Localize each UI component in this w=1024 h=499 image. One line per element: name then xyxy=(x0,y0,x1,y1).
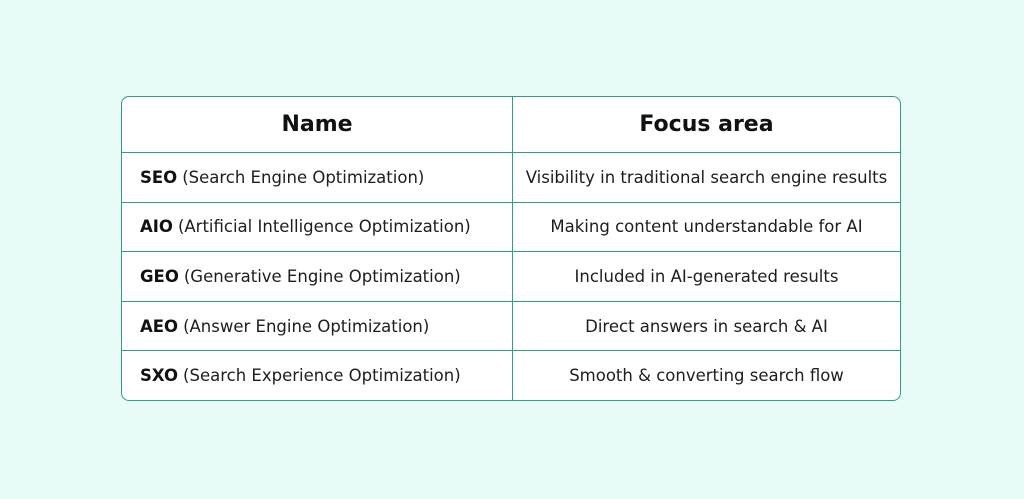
focus-cell-sxo: Smooth & converting search flow xyxy=(513,350,900,400)
optimization-table: Name Focus area SEO (Search Engine Optim… xyxy=(121,96,901,401)
focus-cell-aio: Making content understandable for AI xyxy=(513,201,900,252)
name-cell-seo: SEO (Search Engine Optimization) xyxy=(122,152,513,202)
abbreviation: GEO xyxy=(140,266,179,286)
column-header-name: Name xyxy=(122,97,513,152)
focus-cell-geo: Included in AI-generated results xyxy=(513,251,900,301)
column-header-focus-area: Focus area xyxy=(639,112,774,137)
full-name: (Answer Engine Optimization) xyxy=(183,316,430,336)
table-grid: Name Focus area SEO (Search Engine Optim… xyxy=(122,97,900,400)
abbreviation: AEO xyxy=(140,316,179,336)
full-name: (Artificial Intelligence Optimization) xyxy=(177,217,471,237)
abbreviation: SEO xyxy=(140,167,178,187)
full-name: (Search Experience Optimization) xyxy=(183,366,461,386)
full-name: (Search Engine Optimization) xyxy=(182,167,425,187)
focus-cell-seo: Visibility in traditional search engine … xyxy=(513,152,900,202)
name-cell-aio: AIO (Artificial Intelligence Optimizatio… xyxy=(122,201,513,252)
name-cell-sxo: SXO (Search Experience Optimization) xyxy=(122,350,513,400)
abbreviation: SXO xyxy=(140,366,179,386)
full-name: (Generative Engine Optimization) xyxy=(183,266,461,286)
focus-cell-aeo: Direct answers in search & AI xyxy=(513,300,900,351)
name-cell-geo: GEO (Generative Engine Optimization) xyxy=(122,251,513,301)
abbreviation: AIO xyxy=(140,217,173,237)
name-cell-aeo: AEO (Answer Engine Optimization) xyxy=(122,300,513,351)
